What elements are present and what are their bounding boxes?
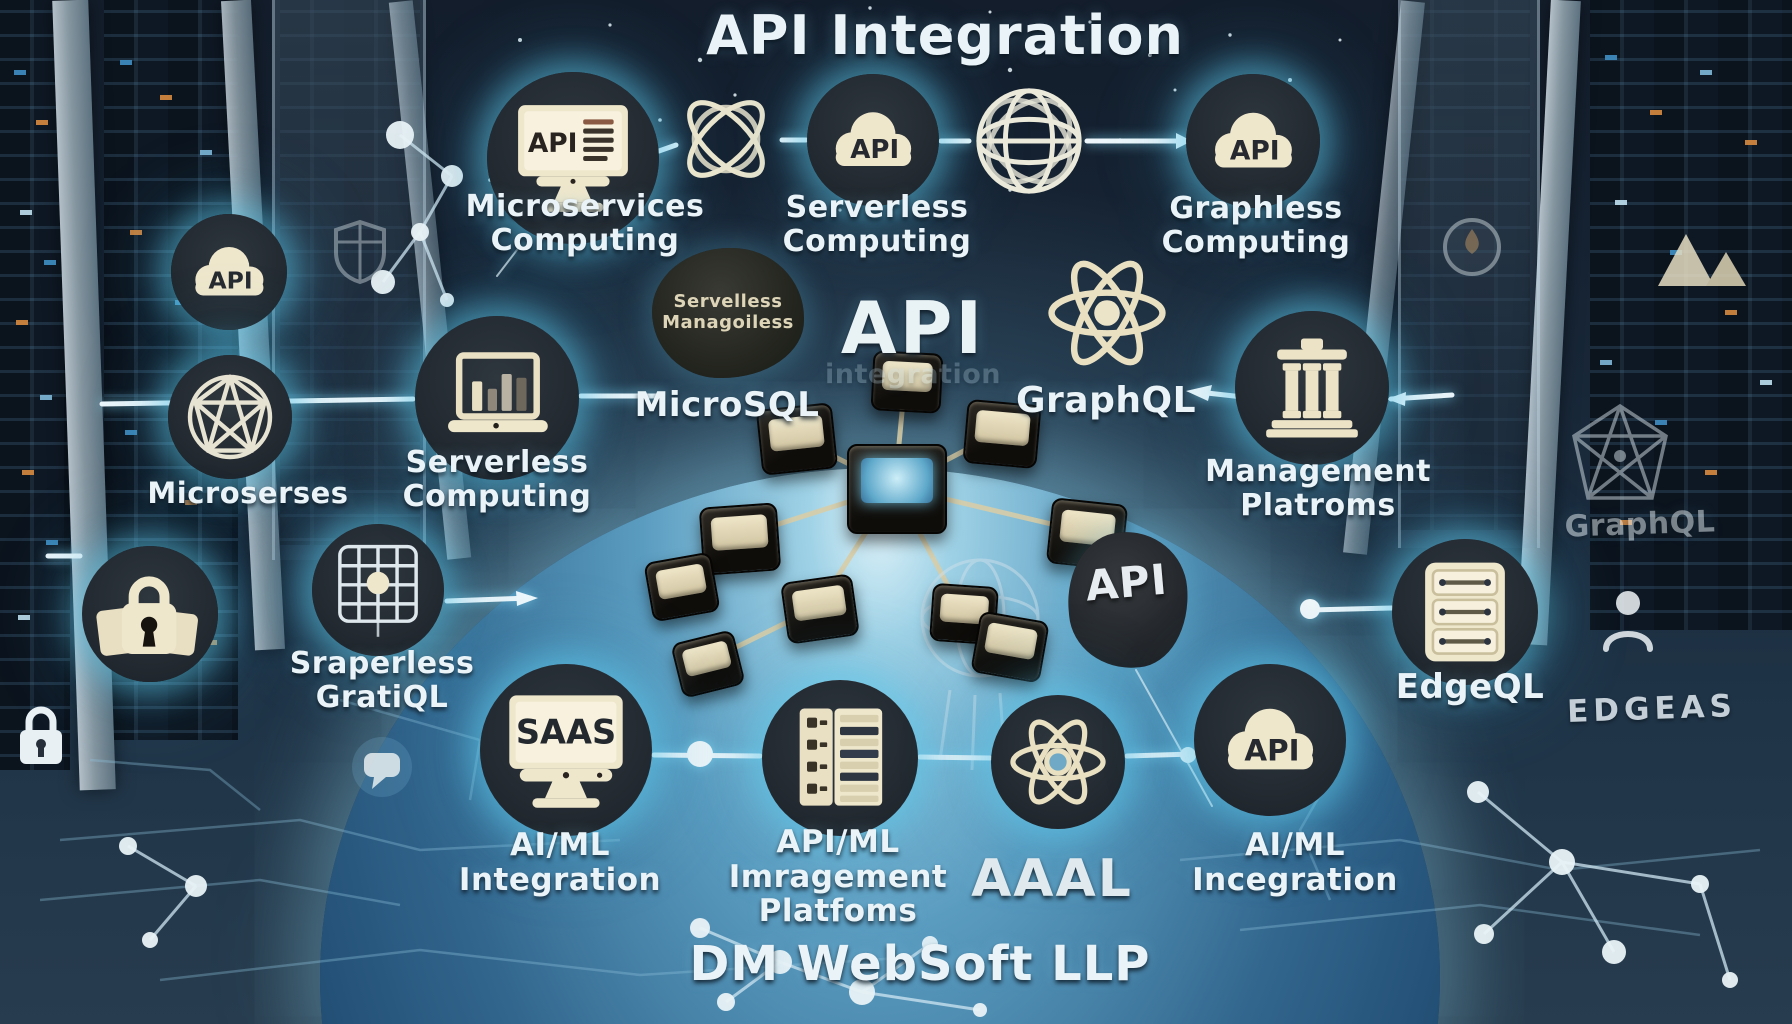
label-edgeas: EDGEAS: [1566, 688, 1738, 730]
monitor-api-icon: API: [518, 105, 628, 212]
cloud-api-icon: API: [835, 112, 912, 166]
svg-text:API: API: [1230, 136, 1280, 167]
node-serverless-laptop: [415, 316, 579, 480]
laptop-chart-icon: [448, 352, 548, 433]
gauge-drop-icon: [1443, 218, 1501, 276]
cloud-api-icon: API: [1227, 708, 1314, 770]
arrowhead-left: [1186, 385, 1212, 401]
chip-screen: [860, 458, 934, 503]
small-lock-icon: [20, 706, 62, 764]
line-node-dot: [1300, 599, 1320, 619]
arrowhead-left: [1387, 392, 1406, 406]
label-edgeql: EdgeQL: [1395, 667, 1545, 707]
circuit-chip-core: [847, 444, 947, 534]
chat-bubble-icon: [352, 737, 412, 797]
atom-graphql-icon: [1048, 260, 1166, 366]
lock-folder-icon: [96, 576, 198, 656]
node-apiml-platforms: [762, 680, 918, 836]
drawer-server-icon: [1425, 562, 1505, 662]
arrowhead-right: [1176, 133, 1192, 149]
svg-text:SAAS: SAAS: [516, 713, 616, 752]
label-aiml-integration: AI/ML Integration: [458, 827, 662, 898]
api-badge-text: API: [1083, 554, 1170, 611]
label-graphql: GraphQL: [1015, 380, 1197, 421]
node-edgeql: [1392, 539, 1538, 685]
saas-monitor-icon: SAAS: [509, 695, 623, 808]
node-aiml-incegration: API: [1194, 664, 1346, 816]
server-rack-right-glass-back: [1400, 0, 1530, 530]
node-graphless-computing: API: [1186, 74, 1320, 208]
heading-api-sub: integration: [825, 359, 1001, 390]
node-atom-aaal: [991, 695, 1125, 829]
list-doc-icon: [799, 708, 883, 806]
line-node-dot: [687, 741, 713, 767]
cloud-api-icon: API: [195, 246, 264, 296]
label-graphless-computing: Graphless Computing: [1161, 191, 1351, 260]
label-microservices-computing: Microservices Computing: [465, 189, 705, 258]
molecule-clusters: [119, 121, 1738, 1017]
person-icon: [1603, 591, 1653, 652]
label-sraperless-gratql: Sraperless GratiQL: [289, 646, 475, 715]
brand-footer: DM WebSoft LLP: [689, 936, 1151, 992]
node-microservices-computing: API: [487, 72, 659, 244]
svg-text:API: API: [209, 266, 253, 294]
managoiless-text: Servelless Managoiless: [662, 291, 794, 333]
globe-wireframe-icon: [976, 88, 1082, 194]
node-sraperless-grid: [312, 524, 444, 656]
node-management-platforms: [1235, 311, 1389, 465]
svg-text:API: API: [528, 128, 578, 159]
heading-api: API: [840, 286, 986, 370]
orbital-knot-icon: [687, 100, 765, 178]
globe-geodesic-icon: [187, 374, 273, 460]
rack-lights: [14, 55, 1772, 645]
blob-servelless-managoiless: Servelless Managoiless: [652, 248, 804, 378]
label-microsql: MicroSQL: [634, 385, 820, 425]
label-aiml-incegration: AI/ML Incegration: [1192, 827, 1398, 898]
line-node-dot: [1180, 747, 1196, 763]
page-title: API Integration: [706, 4, 1184, 67]
triangles-icon: [1658, 234, 1746, 286]
label-aaal: AAAL: [971, 849, 1133, 909]
svg-text:API: API: [1244, 734, 1299, 768]
node-microserses: [168, 355, 292, 479]
label-microserses: Microserses: [147, 476, 349, 510]
grid-icon: [338, 544, 418, 637]
cloud-api-icon: API: [1215, 112, 1292, 168]
node-saas-aiml: SAAS: [480, 664, 652, 836]
server-rack-left-glass-back: [280, 0, 420, 545]
label-apiml-platforms: API/ML Imragement Platfoms: [728, 824, 948, 930]
label-management-platforms: Management Platroms: [1205, 454, 1431, 523]
svg-text:API: API: [850, 135, 899, 165]
bank-icon: [1266, 338, 1358, 438]
node-api-cloud-left: API: [171, 214, 287, 330]
arrowhead-right: [516, 591, 538, 606]
node-serverless-computing-top: API: [807, 74, 939, 206]
polygon-network-icon: [1572, 403, 1668, 500]
atom-icon: [1010, 719, 1106, 805]
label-serverless-computing-top: Serverless Computing: [782, 190, 972, 259]
shield-icon: [334, 219, 386, 285]
node-security-lock: [82, 546, 218, 682]
label-serverless-computing-left: Serverless Computing: [402, 445, 592, 514]
